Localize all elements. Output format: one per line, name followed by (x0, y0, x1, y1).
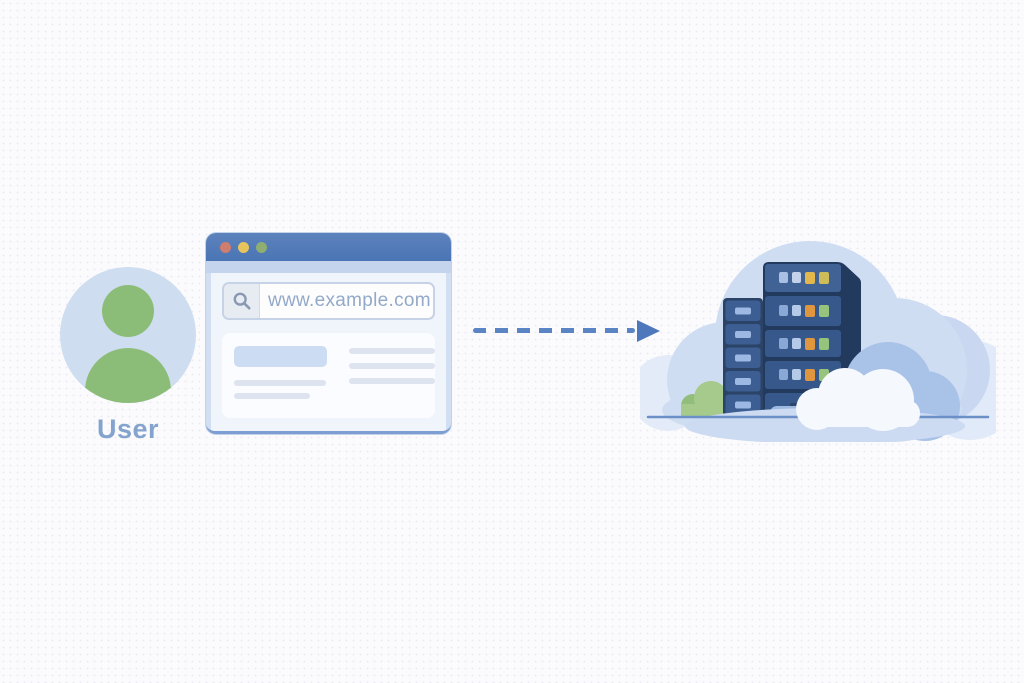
search-icon (233, 292, 251, 310)
skeleton-line (349, 363, 435, 369)
browser-window: www.example.com (206, 233, 451, 434)
window-dot-yellow-icon (238, 241, 249, 253)
arrow-head-icon (637, 320, 660, 342)
arrow-dashed-line (473, 328, 635, 333)
small-server-rack (723, 298, 763, 417)
window-dot-red-icon (220, 241, 231, 253)
skeleton-right-column (349, 346, 435, 405)
browser-body: www.example.com (211, 273, 446, 431)
indicator-lights-row (779, 369, 829, 381)
user-label: User (96, 414, 160, 444)
bush-icon (681, 381, 728, 418)
skeleton-line (349, 378, 435, 384)
indicator-lights-row (779, 338, 829, 350)
person-icon (102, 285, 154, 337)
indicator-lights-row (779, 272, 829, 284)
skeleton-line (349, 348, 435, 354)
page-skeleton-card (222, 333, 435, 418)
person-icon-body (85, 348, 171, 403)
skeleton-line (234, 380, 326, 386)
user-figure: User (60, 267, 196, 445)
url-text: www.example.com (268, 290, 431, 311)
skeleton-block (234, 346, 327, 367)
url-bar: www.example.com (222, 282, 435, 320)
white-cloud-icon (796, 368, 920, 431)
search-icon-segment (224, 284, 260, 318)
server-cloud-illustration (640, 241, 996, 442)
browser-toolbar-strip (206, 261, 451, 273)
skeleton-line (234, 393, 310, 399)
skeleton-left-column (234, 346, 327, 405)
indicator-lights-row (779, 305, 829, 317)
request-arrow (473, 320, 663, 342)
window-dot-green-icon (256, 241, 267, 253)
browser-titlebar (206, 233, 451, 261)
user-avatar (60, 267, 196, 403)
